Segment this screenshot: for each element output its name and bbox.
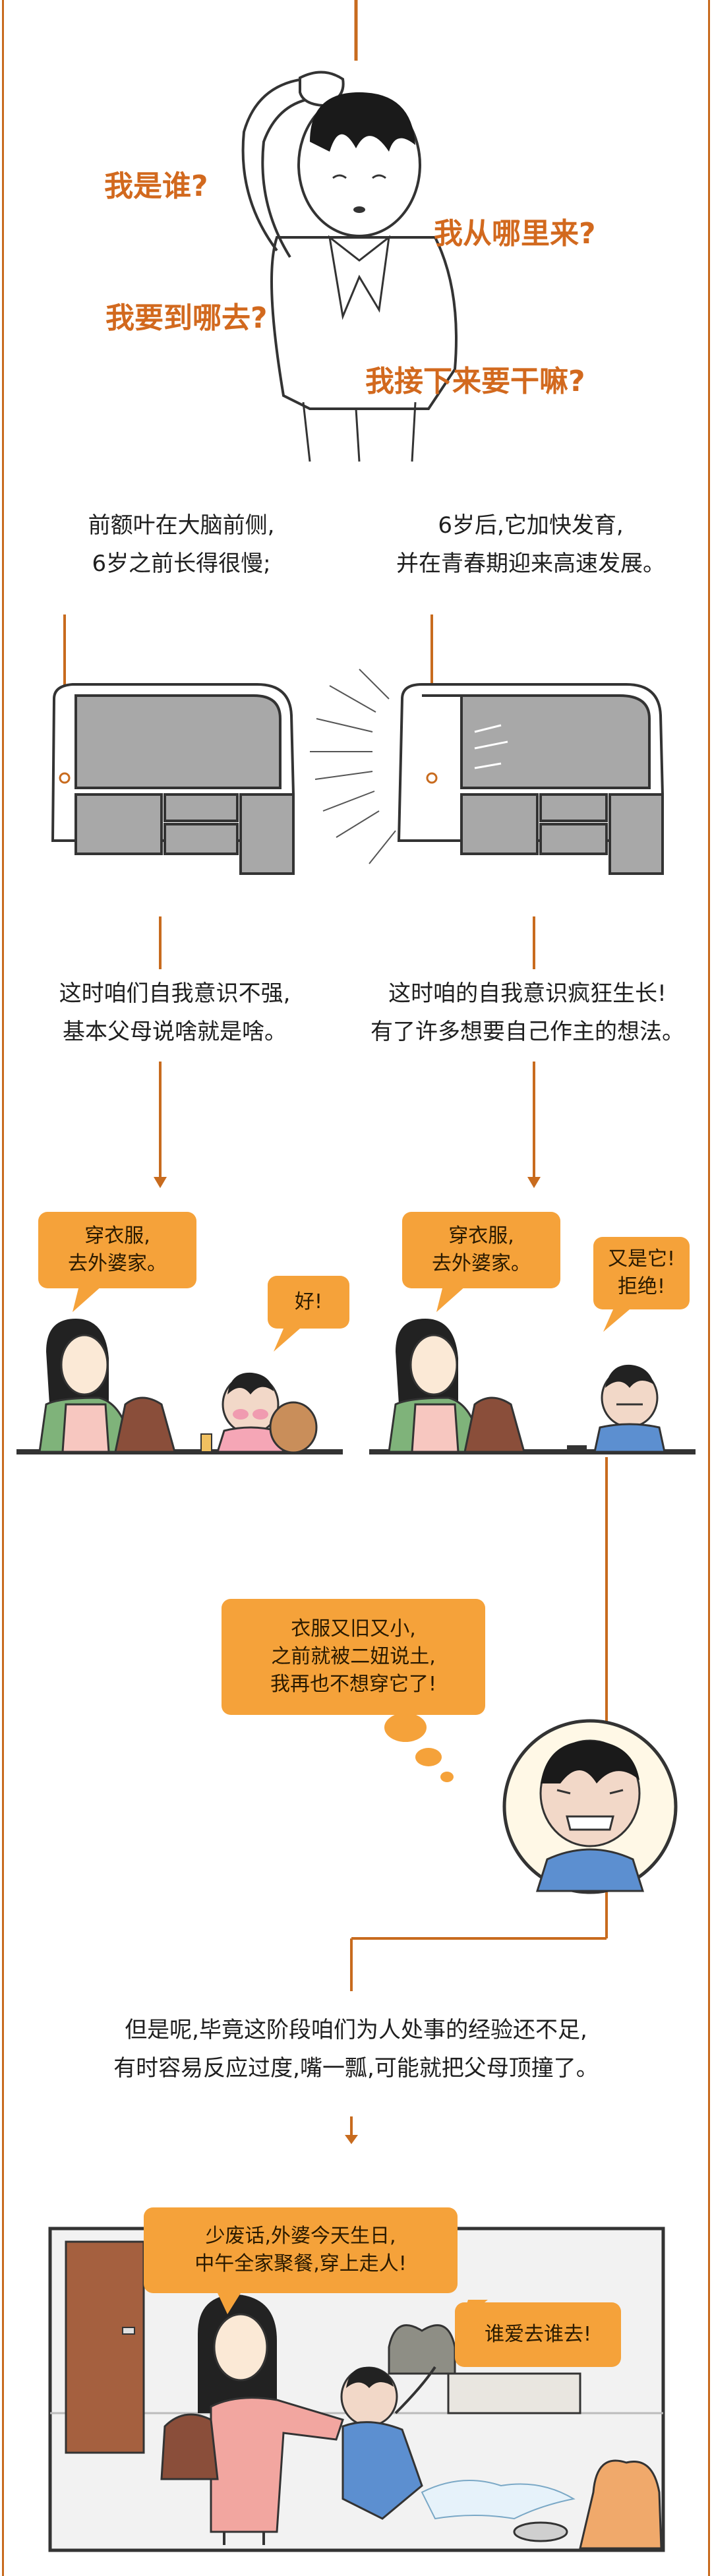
summary-line1: 但是呢,毕竟这阶段咱们为人处事的经验还不足, bbox=[125, 2017, 587, 2043]
self-caption-right-line1: 这时咱的自我意识疯狂生长! bbox=[388, 980, 667, 1007]
self-caption-right: 这时咱的自我意识疯狂生长! 有了许多想要自己作主的想法。 bbox=[353, 974, 702, 1051]
bubble-final-kid-text: 谁爱去谁去! bbox=[484, 2323, 592, 2346]
brain-right bbox=[310, 669, 665, 875]
brain-illustrations bbox=[51, 614, 665, 875]
confused-kid-illustration bbox=[241, 0, 458, 462]
question-who: 我是谁? bbox=[104, 169, 208, 203]
mom-right bbox=[388, 1319, 483, 1453]
final-mom bbox=[160, 2294, 344, 2545]
bubble-kid-left: 好! bbox=[268, 1276, 349, 1329]
summary-line2: 有时容易反应过度,嘴一瓢,可能就把父母顶撞了。 bbox=[113, 2055, 599, 2082]
self-caption-left: 这时咱们自我意识不强, 基本父母说啥就是啥。 bbox=[13, 974, 336, 1051]
self-caption-left-line2: 基本父母说啥就是啥。 bbox=[63, 1019, 287, 1045]
brain-caption-left-line1: 前额叶在大脑前侧, bbox=[88, 512, 275, 539]
bubble-mom-right-line1: 穿衣服, bbox=[448, 1224, 514, 1247]
summary-connector bbox=[345, 1892, 608, 2144]
bubble-final-mom: 少废话,外婆今天生日, 中午全家聚餐,穿上走人! bbox=[144, 2207, 458, 2293]
bubble-mom-right: 穿衣服, 去外婆家。 bbox=[402, 1212, 560, 1288]
left-border bbox=[2, 0, 4, 2576]
bubble-kid-right-line1: 又是它! bbox=[607, 1247, 676, 1271]
bubble-final-kid: 谁爱去谁去! bbox=[455, 2302, 621, 2367]
kid-right bbox=[567, 1364, 666, 1453]
summary-text: 但是呢,毕竟这阶段咱们为人处事的经验还不足, 有时容易反应过度,嘴一瓢,可能就把… bbox=[26, 2011, 686, 2087]
bubble-complaint: 衣服又旧又小, 之前就被二妞说土, 我再也不想穿它了! bbox=[222, 1599, 485, 1715]
brain-caption-right: 6岁后,它加快发育, 并在青春期迎来高速发展。 bbox=[369, 506, 692, 583]
question-from: 我从哪里来? bbox=[434, 217, 596, 251]
brain-caption-left-line2: 6岁之前长得很慢; bbox=[92, 551, 271, 577]
brain-caption-right-line1: 6岁后,它加快发育, bbox=[438, 512, 624, 539]
final-cat bbox=[579, 2459, 663, 2550]
dress-scene-illustration bbox=[16, 1286, 696, 1483]
bubble-mom-left: 穿衣服, 去外婆家。 bbox=[38, 1212, 196, 1288]
bubble-complaint-line3: 我再也不想穿它了! bbox=[270, 1673, 437, 1696]
mom-left bbox=[38, 1319, 133, 1453]
bubble-mom-left-line2: 去外婆家。 bbox=[68, 1252, 167, 1275]
bubble-kid-right-line2: 拒绝! bbox=[617, 1275, 666, 1298]
bubble-kid-right: 又是它! 拒绝! bbox=[593, 1237, 690, 1309]
final-kid bbox=[340, 2366, 436, 2520]
bubble-complaint-line2: 之前就被二妞说土, bbox=[271, 1645, 436, 1668]
self-arrows bbox=[154, 916, 541, 1188]
self-caption-right-line2: 有了许多想要自己作主的想法。 bbox=[371, 1019, 684, 1045]
angry-kid-portrait bbox=[502, 1719, 678, 1894]
bubble-kid-left-text: 好! bbox=[294, 1290, 323, 1313]
brain-left bbox=[51, 683, 295, 875]
coat-left bbox=[114, 1396, 176, 1453]
question-to: 我要到哪去? bbox=[105, 301, 268, 335]
question-next: 我接下来要干嘛? bbox=[365, 365, 585, 398]
bubble-mom-right-line2: 去外婆家。 bbox=[432, 1252, 531, 1275]
brain-caption-right-line2: 并在青春期迎来高速发展。 bbox=[396, 551, 665, 577]
bubble-final-mom-line1: 少废话,外婆今天生日, bbox=[205, 2225, 396, 2248]
kid-left bbox=[200, 1372, 318, 1454]
self-caption-left-line1: 这时咱们自我意识不强, bbox=[59, 980, 291, 1007]
coat-right bbox=[463, 1396, 525, 1453]
bubble-mom-left-line1: 穿衣服, bbox=[84, 1224, 150, 1247]
bubble-complaint-line1: 衣服又旧又小, bbox=[291, 1617, 416, 1640]
complaint-connector bbox=[384, 1483, 678, 1925]
right-border bbox=[708, 0, 710, 2576]
brain-caption-left: 前额叶在大脑前侧, 6岁之前长得很慢; bbox=[26, 506, 336, 583]
bubble-final-mom-line2: 中午全家聚餐,穿上走人! bbox=[194, 2252, 407, 2275]
